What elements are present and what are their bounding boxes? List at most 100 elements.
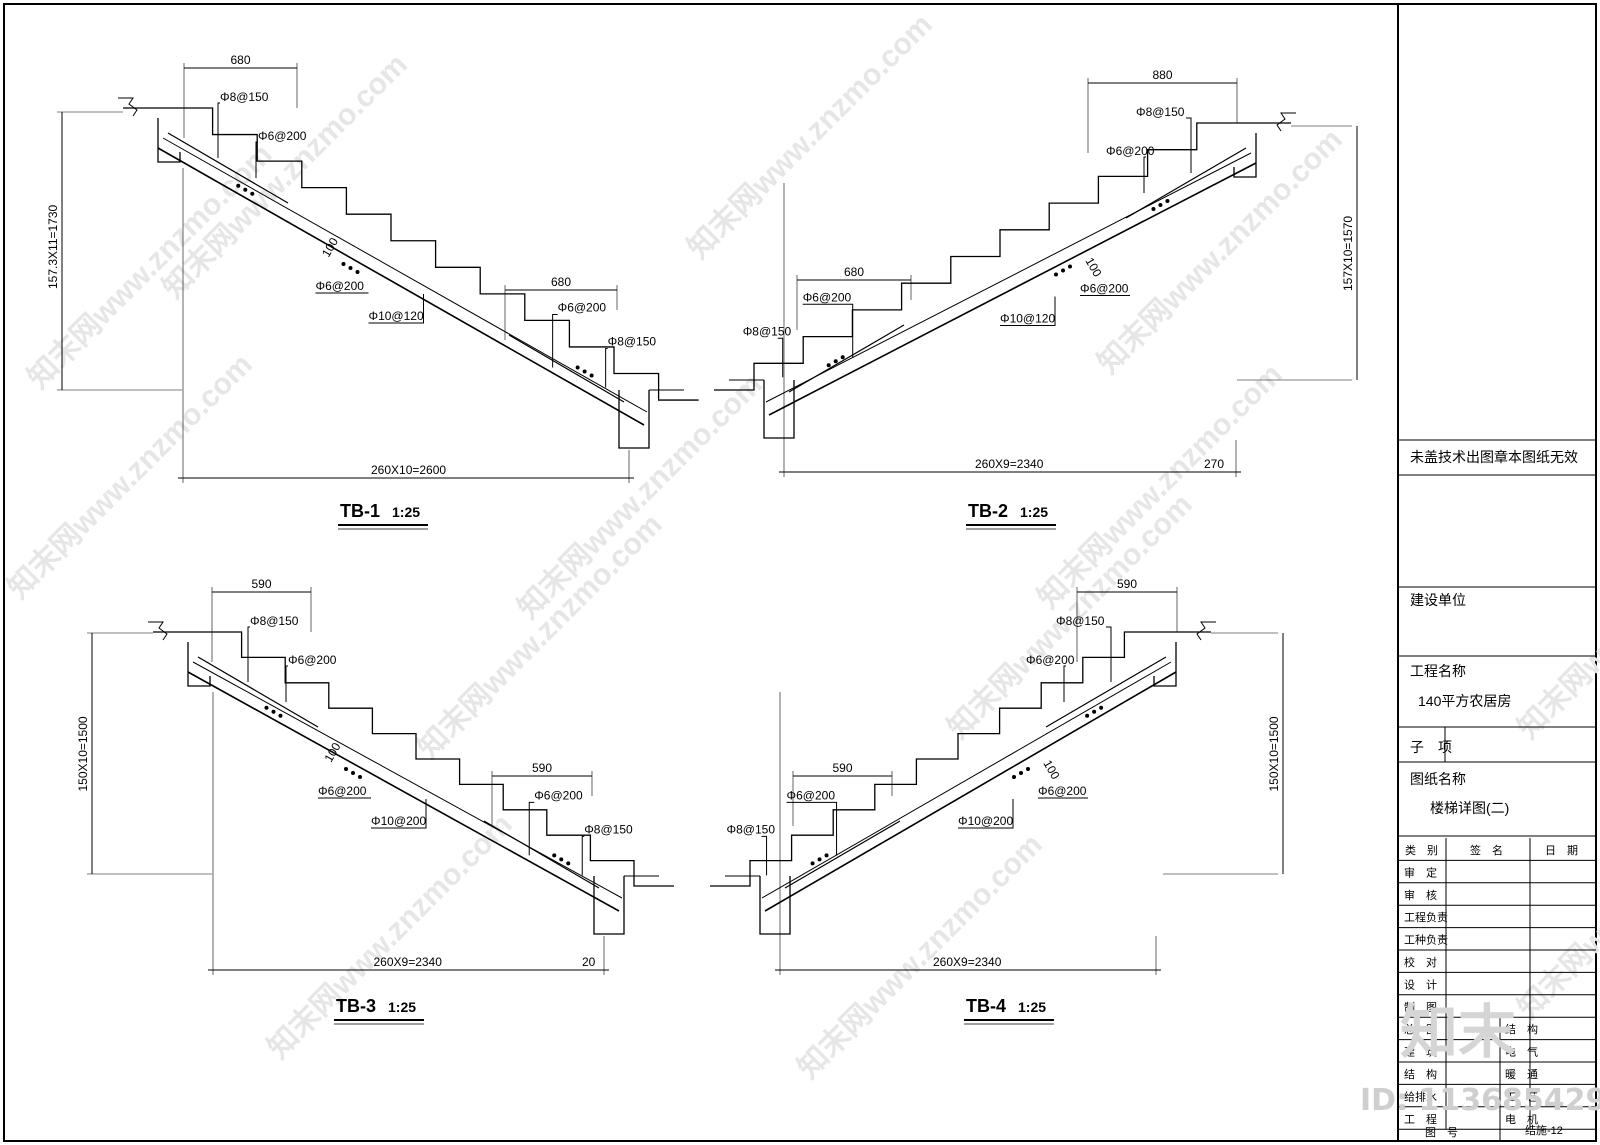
rebar-dot (1165, 199, 1170, 204)
rebar-dot (1151, 207, 1156, 212)
rebar-label-mid-dist: Φ6@200 (1038, 784, 1087, 798)
rebar-label-bottom-top: Φ8@150 (727, 822, 776, 836)
leader-line (1186, 117, 1192, 173)
main-rebar-line (765, 152, 1252, 403)
rebar-label-top-dist: Φ6@200 (288, 653, 337, 667)
leader-line (285, 665, 288, 702)
drawing-number-value: 结施-12 (1525, 1124, 1563, 1137)
rebar-dot (1068, 264, 1072, 269)
drawing-title: TB-3 (336, 996, 376, 1016)
rebar-dot (589, 373, 594, 378)
grid-role-label: 审 核 (1404, 888, 1437, 902)
grid-discipline-label: 总 图 (1404, 1022, 1437, 1036)
drawing-title: TB-1 (340, 501, 380, 521)
watermark-text: 知末网www.znzmo.com (792, 828, 1049, 1085)
grid-role-label: 工种负责 (1404, 933, 1448, 947)
landing-break-mark (118, 97, 138, 117)
grid-role-label: 设 计 (1404, 978, 1437, 991)
dim-height: 157X10=1570 (1341, 216, 1355, 291)
rebar-label-bottom-dist: Φ6@200 (534, 788, 583, 802)
watermark-text: 知末网www.znzmo.com (1512, 768, 1600, 1025)
dim-top-width: 880 (1153, 68, 1173, 82)
watermark-text: 知末网www.znzmo.com (682, 8, 939, 265)
watermark-layer: 知末网www.znzmo.com 知末网www.znzmo.com 知末网www.z… (2, 8, 1600, 1085)
leader-line (1143, 156, 1146, 193)
leader-line (605, 348, 608, 388)
grid-header: 签 名 (1470, 843, 1503, 857)
signature-grid: 类 别签 名日 期审 定审 核工程负责工种负责校 对设 计制 图总 图结 构建 … (1398, 838, 1596, 1141)
grid-role-label: 制 图 (1404, 1001, 1437, 1014)
top-negative-rebar (1125, 147, 1247, 219)
top-beam-outline (157, 118, 181, 163)
rebar-label-bottom-main: Φ10@200 (958, 814, 1013, 828)
rebar-dot (810, 861, 815, 866)
leader-line (552, 314, 558, 368)
subitem-label: 子 项 (1410, 739, 1452, 755)
leader-line (1106, 626, 1112, 682)
slab-soffit-line (187, 671, 620, 912)
grid-discipline-label: 建 筑 (1404, 1045, 1437, 1059)
dim-slab-thickness: 100 (319, 235, 341, 260)
bottom-beam-outline (593, 876, 625, 935)
rebar-label-bottom-top: Φ8@150 (608, 335, 657, 349)
grid-header: 日 期 (1545, 844, 1578, 857)
rebar-dot (559, 857, 564, 862)
bottom-negative-rebar (483, 820, 600, 889)
stair-step-profile (710, 631, 1211, 887)
stair-step-profile (153, 631, 674, 887)
rebar-label-mid-dist: Φ6@200 (316, 279, 365, 293)
dim-top-width: 590 (1117, 577, 1137, 591)
rebar-dot (1099, 705, 1104, 710)
leader-line (255, 141, 258, 178)
leader-line (581, 835, 585, 876)
grid-discipline-label: 给排水 (1404, 1089, 1437, 1103)
rebar-label-bottom-dist: Φ6@200 (787, 788, 836, 802)
dim-height: 157.3X11=1730 (46, 204, 60, 289)
leader-line (777, 337, 784, 378)
stair-step-profile (714, 122, 1291, 391)
dim-span: 260X9=2340 (975, 457, 1044, 471)
dim-bottom-width: 590 (532, 761, 552, 775)
slab-soffit-line (768, 162, 1257, 416)
rebar-label-bottom-main: Φ10@120 (1000, 312, 1055, 326)
landing-break-mark (148, 621, 168, 641)
main-rebar-line (761, 661, 1172, 899)
dim-height: 150X10=1500 (1267, 716, 1281, 791)
rebar-dot (582, 369, 587, 374)
stair-tb1: Φ8@150Φ6@200100Φ6@200Φ10@120Φ6@200Φ8@150… (46, 53, 699, 530)
stair-step-profile (123, 107, 699, 401)
rebar-dot (1092, 709, 1097, 714)
stair-tb4: Φ8@150Φ6@200100Φ6@200Φ10@200Φ6@200Φ8@150… (710, 577, 1284, 1025)
drawing-scale: 1:25 (1020, 504, 1048, 520)
bottom-negative-rebar (508, 334, 625, 403)
dim-extra: 270 (1204, 457, 1224, 471)
rebar-dot (1019, 771, 1023, 775)
leader-line (217, 102, 220, 158)
grid-role-label: 校 对 (1404, 955, 1437, 969)
rebar-dot (1026, 767, 1030, 771)
rebar-dot (824, 853, 829, 858)
top-beam-outline (1153, 642, 1177, 687)
watermark-text: 知末网www.znzmo.com (1512, 488, 1600, 745)
leader-line (786, 801, 838, 856)
leader-line (371, 799, 427, 829)
rebar-label-top-main: Φ8@150 (220, 90, 269, 104)
drawing-title: TB-2 (968, 501, 1008, 521)
dim-span: 260X9=2340 (933, 955, 1002, 969)
grid-role-label: 工程负责 (1404, 910, 1448, 924)
rebar-label-mid-dist: Φ6@200 (318, 784, 367, 798)
rebar-dot (243, 187, 248, 192)
rebar-dot (341, 262, 346, 266)
drawing-scale: 1:25 (392, 504, 420, 520)
dim-bottom-width: 680 (551, 275, 571, 289)
title-block: 未盖技术出图章本图纸无效 建设单位 工程名称 140平方农居房 子 项 图纸名称… (1398, 439, 1596, 1141)
top-beam-outline (1233, 133, 1257, 178)
bottom-beam-outline (618, 390, 650, 449)
dim-bottom-width: 680 (844, 265, 864, 279)
project-value: 140平方农居房 (1418, 693, 1511, 709)
rebar-label-top-main: Φ8@150 (250, 614, 299, 628)
rebar-dot (271, 709, 276, 714)
rebar-dot (566, 861, 571, 866)
drawing-scale: 1:25 (388, 999, 416, 1015)
title-block-notice: 未盖技术出图章本图纸无效 (1410, 449, 1578, 465)
